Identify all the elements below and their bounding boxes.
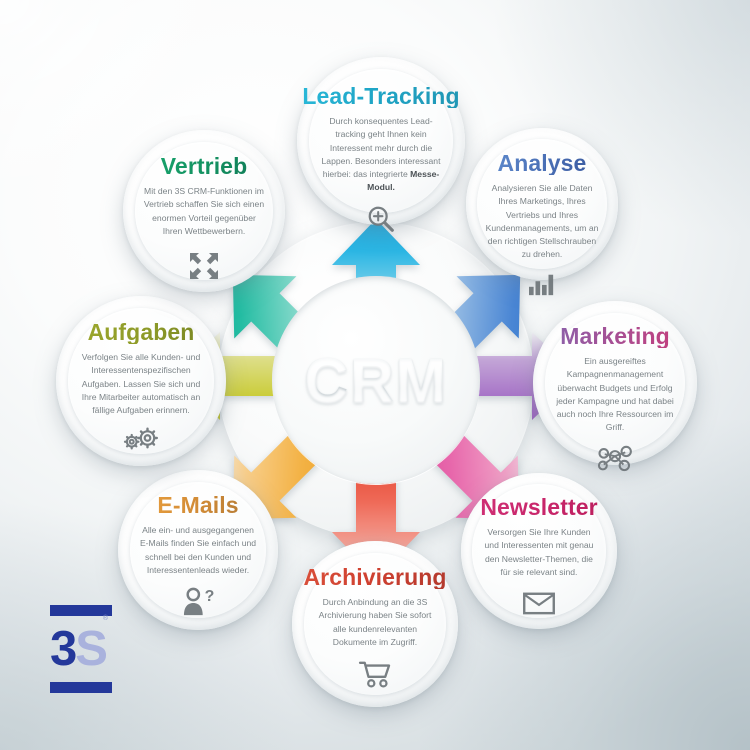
crm-hub-inner-disc: CRM [272,276,480,484]
logo-registered-mark: ® [102,615,108,622]
card-title-vertrieb: Vertrieb [160,153,248,179]
logo-wordmark: 3 S [50,616,112,682]
card-desc-archivierung: Durch Anbindung an die 3S Archivierung h… [318,597,432,647]
gears-icon [122,425,160,451]
card-desc-analyse: Analysieren Sie alle Daten Ihres Marketi… [485,183,599,260]
card-analyse[interactable]: Analyse Analysieren Sie alle Daten Ihres… [466,128,618,295]
card-title-aufgaben: Aufgaben [87,319,195,345]
card-title-analyse: Analyse [497,150,587,176]
card-title-e-mails: E-Mails [157,492,239,518]
crm-label: CRM [304,346,448,414]
logo-bar-bottom [50,682,112,693]
envelope-icon [522,591,556,615]
card-aufgaben[interactable]: Aufgaben Verfolgen Sie alle Kunden- und … [56,296,226,466]
card-desc-e-mails: Alle ein- und ausgegangenen E-Mails find… [139,525,257,575]
card-title-newsletter: Newsletter [480,494,598,520]
card-archivierung[interactable]: Archivierung Durch Anbindung an die 3S A… [292,541,458,707]
card-desc-vertrieb: Mit den 3S CRM-Funktionen im Vertrieb sc… [143,186,265,236]
logo-bar-top [50,605,112,616]
card-newsletter[interactable]: Newsletter Versorgen Sie Ihre Kunden und… [461,473,617,629]
logo-3s[interactable]: 3 S ® [50,605,112,693]
bar-chart-icon [527,271,557,297]
network-nodes-icon [596,444,634,472]
card-title-marketing: Marketing [560,323,670,349]
card-marketing[interactable]: Marketing Ein ausgereiftes Kampagnenmana… [533,301,697,471]
logo-digit-3: 3 [50,621,77,676]
shopping-cart-icon [358,660,392,688]
collapse-arrows-icon [188,251,220,281]
card-desc-marketing: Ein ausgereiftes Kampagnenmanagement übe… [556,356,674,433]
card-lead-tracking[interactable]: Lead-Tracking Durch konsequentes Lead-tr… [297,57,465,232]
magnifier-plus-icon [366,204,396,234]
card-desc-newsletter: Versorgen Sie Ihre Kunden und Interessen… [484,527,594,577]
svg-text:?: ? [205,588,214,605]
card-title-lead-tracking: Lead-Tracking [302,83,460,109]
card-e-mails[interactable]: E-Mails Alle ein- und ausgegangenen E-Ma… [118,470,278,630]
card-desc-lead-tracking: Durch konsequentes Lead-tracking geht Ih… [321,116,441,193]
person-question-icon: ? [182,587,214,617]
logo-letter-s: S [75,621,108,676]
card-desc-aufgaben: Verfolgen Sie alle Kunden- und Interesse… [81,352,201,416]
card-vertrieb[interactable]: Vertrieb Mit den 3S CRM-Funktionen im Ve… [123,130,285,292]
card-title-archivierung: Archivierung [303,564,447,590]
